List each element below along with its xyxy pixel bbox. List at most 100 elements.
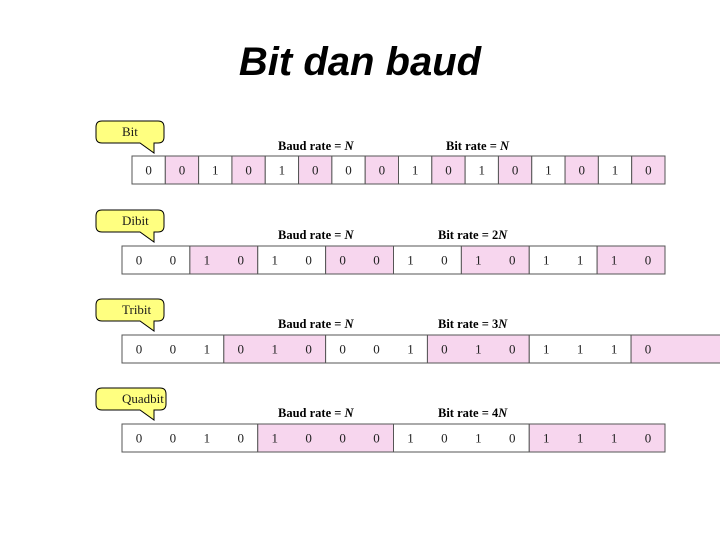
baud-rate-label: Baud rate = N: [278, 139, 355, 153]
callout-label: Bit: [122, 124, 138, 139]
bit-value: 1: [271, 342, 278, 357]
bit-value: 0: [312, 163, 319, 178]
signal-unit-cell: [121, 245, 191, 275]
signal-unit-cell: [257, 423, 394, 453]
bit-value: 0: [379, 163, 386, 178]
callout-bubble: [95, 298, 165, 332]
signal-unit-cell: [325, 245, 394, 275]
signal-unit-cell: [364, 155, 399, 185]
bit-value: 1: [611, 253, 618, 268]
bit-value: 1: [475, 253, 482, 268]
bit-value: 0: [145, 163, 152, 178]
bit-rate-label: Bit rate = 4N: [438, 406, 508, 420]
bit-value: 0: [645, 163, 652, 178]
bit-value: 0: [170, 342, 177, 357]
signal-unit-cell: [121, 334, 225, 364]
callout-label: Quadbit: [122, 391, 164, 406]
callout-label: Dibit: [122, 213, 149, 228]
bit-rate-label: Bit rate = 2N: [438, 228, 508, 242]
signal-unit-cell: [531, 155, 566, 185]
signal-unit-cell: [325, 334, 428, 364]
callout-label: Tribit: [122, 302, 152, 317]
signal-unit-cell: [564, 155, 599, 185]
callout-bubble: [95, 387, 167, 421]
bit-rate-label: Bit rate = N: [446, 139, 510, 153]
bit-value: 0: [170, 253, 177, 268]
bit-value: 1: [577, 253, 584, 268]
bit-value: 1: [271, 253, 278, 268]
bit-value: 1: [543, 253, 550, 268]
signal-unit-cell: [528, 334, 632, 364]
signal-unit-cell: [528, 245, 598, 275]
bit-value: 0: [645, 253, 652, 268]
bit-value: 1: [204, 253, 211, 268]
bit-value: 1: [412, 163, 419, 178]
bit-value: 0: [238, 253, 245, 268]
signal-unit-cell: [393, 245, 462, 275]
bit-value: 1: [611, 431, 618, 446]
signal-unit-cell: [131, 155, 166, 185]
slide-title: Bit dan baud: [238, 40, 482, 84]
signal-unit-cell: [630, 334, 720, 364]
bit-value: 0: [373, 342, 380, 357]
bit-value: 0: [305, 431, 312, 446]
bit-value: 0: [305, 253, 312, 268]
signal-unit-cell: [398, 155, 433, 185]
bit-value: 1: [475, 431, 482, 446]
bit-value: 1: [475, 342, 482, 357]
signal-unit-cell: [426, 334, 530, 364]
bit-value: 1: [204, 431, 211, 446]
baud-rate-label: Baud rate = N: [278, 228, 355, 242]
signal-unit-cell: [223, 334, 327, 364]
bit-value: 0: [512, 163, 519, 178]
bit-value: 0: [339, 253, 346, 268]
bit-value: 1: [545, 163, 552, 178]
bit-rate-label: Bit rate = 3N: [438, 317, 508, 331]
callout-bubble: [95, 120, 165, 154]
bit-value: 0: [339, 342, 346, 357]
bit-value: 0: [339, 431, 346, 446]
bit-value: 0: [136, 431, 143, 446]
bit-value: 1: [204, 342, 211, 357]
signal-unit-cell: [497, 155, 533, 185]
bit-value: 1: [611, 342, 618, 357]
bit-value: 0: [245, 163, 252, 178]
bit-value: 0: [373, 431, 380, 446]
bit-value: 0: [136, 253, 143, 268]
bit-value: 0: [509, 342, 516, 357]
bit-value: 1: [543, 342, 550, 357]
bit-value: 0: [441, 431, 448, 446]
bit-value: 1: [407, 431, 414, 446]
bit-value: 0: [441, 342, 448, 357]
bit-value: 1: [407, 253, 414, 268]
bit-value: 0: [345, 163, 352, 178]
bit-value: 1: [612, 163, 619, 178]
bit-value: 0: [645, 431, 652, 446]
signal-unit-cell: [257, 245, 327, 275]
bit-value: 1: [271, 431, 278, 446]
bit-value: 0: [170, 431, 177, 446]
bit-value: 1: [577, 342, 584, 357]
bit-value: 0: [445, 163, 452, 178]
baud-rate-label: Baud rate = N: [278, 406, 355, 420]
callout-bubble: [95, 209, 165, 243]
bit-value: 1: [407, 342, 414, 357]
signal-unit-cell: [460, 245, 530, 275]
signal-unit-cell: [189, 245, 259, 275]
signal-unit-cell: [596, 245, 666, 275]
baud-rate-label: Baud rate = N: [278, 317, 355, 331]
bit-value: 1: [212, 163, 219, 178]
signal-unit-cell: [431, 155, 466, 185]
signal-unit-cell: [164, 155, 200, 185]
bit-value: 0: [179, 163, 186, 178]
bit-value: 0: [509, 431, 516, 446]
bit-value: 0: [578, 163, 585, 178]
bit-value: 1: [279, 163, 286, 178]
bit-value: 0: [238, 431, 245, 446]
signal-unit-cell: [631, 155, 666, 185]
